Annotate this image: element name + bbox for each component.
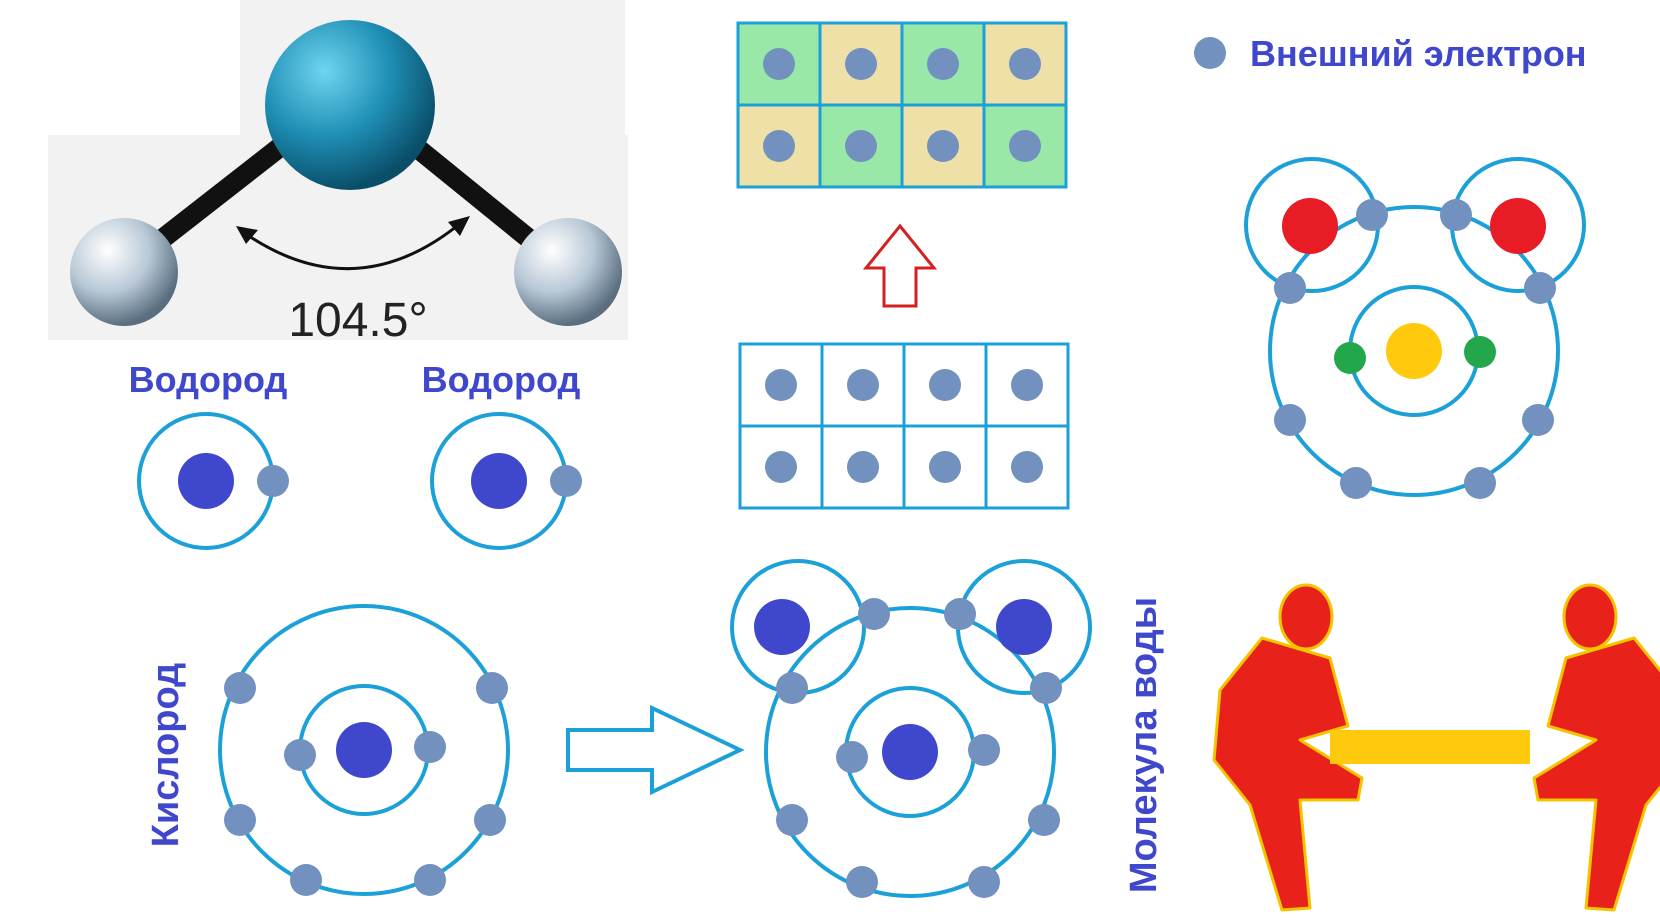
person-right-body <box>1532 636 1660 912</box>
electron <box>763 130 795 162</box>
electron <box>414 864 446 896</box>
angle-arrowhead-left <box>236 226 258 244</box>
electron-grid-colored <box>736 21 1068 189</box>
hydrogen-sphere-left <box>70 218 178 326</box>
electron-dot-icon <box>1194 37 1226 69</box>
oxygen-nucleus <box>882 724 938 780</box>
legend: Внешний электрон <box>1194 33 1587 74</box>
hydrogen-label-right: Водород <box>422 359 581 400</box>
inner-electron-green <box>1334 342 1366 374</box>
electron <box>224 804 256 836</box>
electron <box>765 451 797 483</box>
electron <box>845 130 877 162</box>
shared-electron <box>1440 199 1472 231</box>
water-3d-model: 104.5° <box>48 0 628 347</box>
angle-arrowhead-right <box>448 216 470 236</box>
shared-electron <box>1274 272 1306 304</box>
electron <box>1028 804 1060 836</box>
electron <box>284 739 316 771</box>
hydrogen-nucleus <box>754 599 810 655</box>
electron <box>845 48 877 80</box>
hydrogen-atom-left <box>137 412 289 550</box>
shared-electron <box>1356 199 1388 231</box>
oxygen-label: Кислород <box>145 663 187 848</box>
shared-electron <box>1524 272 1556 304</box>
electron <box>927 130 959 162</box>
two-people-sharing-icon <box>1212 583 1660 912</box>
outer-orbit <box>1268 205 1560 497</box>
legend-label: Внешний электрон <box>1250 33 1587 74</box>
grid-cell <box>736 21 822 107</box>
electron <box>1340 467 1372 499</box>
hydrogen-nucleus-red <box>1490 198 1546 254</box>
hydrogen-nucleus <box>996 599 1052 655</box>
electron <box>1011 451 1043 483</box>
hydrogen-atom-right <box>430 412 582 550</box>
electron <box>847 369 879 401</box>
shared-electron <box>858 598 890 630</box>
outer-orbit <box>218 604 510 896</box>
hydrogen-sphere-right <box>514 218 622 326</box>
person-left-head <box>1278 583 1334 651</box>
hydrogen-nucleus <box>178 453 234 509</box>
angle-arc <box>242 220 463 271</box>
electron <box>847 451 879 483</box>
electron <box>476 672 508 704</box>
electron <box>1522 404 1554 436</box>
electron <box>846 866 878 898</box>
shared-bar <box>1330 730 1530 764</box>
electron <box>1011 369 1043 401</box>
hydrogen-nucleus-red <box>1282 198 1338 254</box>
shared-electron <box>776 672 808 704</box>
oxygen-sphere <box>265 20 435 190</box>
electron <box>1009 48 1041 80</box>
electron <box>1464 467 1496 499</box>
up-arrow-icon <box>862 223 938 308</box>
electron-grid-plain <box>738 342 1070 510</box>
electron <box>968 866 1000 898</box>
water-molecule-colored <box>1244 157 1586 499</box>
electron <box>1274 404 1306 436</box>
inner-electron-green <box>1464 336 1496 368</box>
hydrogen-label-left: Водород <box>129 359 288 400</box>
person-left-body <box>1212 636 1364 912</box>
oxygen-atom <box>218 604 510 896</box>
electron <box>414 731 446 763</box>
hydrogen-nucleus <box>471 453 527 509</box>
electron <box>290 864 322 896</box>
right-arrow-icon <box>566 704 745 796</box>
grid-cell <box>902 342 988 428</box>
electron <box>765 369 797 401</box>
electron <box>1009 130 1041 162</box>
electron <box>474 804 506 836</box>
electron <box>224 672 256 704</box>
electron <box>929 451 961 483</box>
electron <box>929 369 961 401</box>
electron <box>968 734 1000 766</box>
oxygen-nucleus-yellow <box>1386 323 1442 379</box>
electron <box>836 741 868 773</box>
electron <box>257 465 289 497</box>
water-molecule-diagram <box>730 559 1092 898</box>
shared-electron <box>944 598 976 630</box>
person-right-head <box>1562 583 1618 651</box>
electron <box>776 804 808 836</box>
oxygen-nucleus <box>336 722 392 778</box>
shared-electron <box>1030 672 1062 704</box>
water-molecule-label: Молекула воды <box>1123 597 1165 893</box>
electron <box>927 48 959 80</box>
electron <box>763 48 795 80</box>
bond-angle-label: 104.5° <box>288 294 427 347</box>
outer-orbit <box>764 606 1056 898</box>
electron <box>550 465 582 497</box>
